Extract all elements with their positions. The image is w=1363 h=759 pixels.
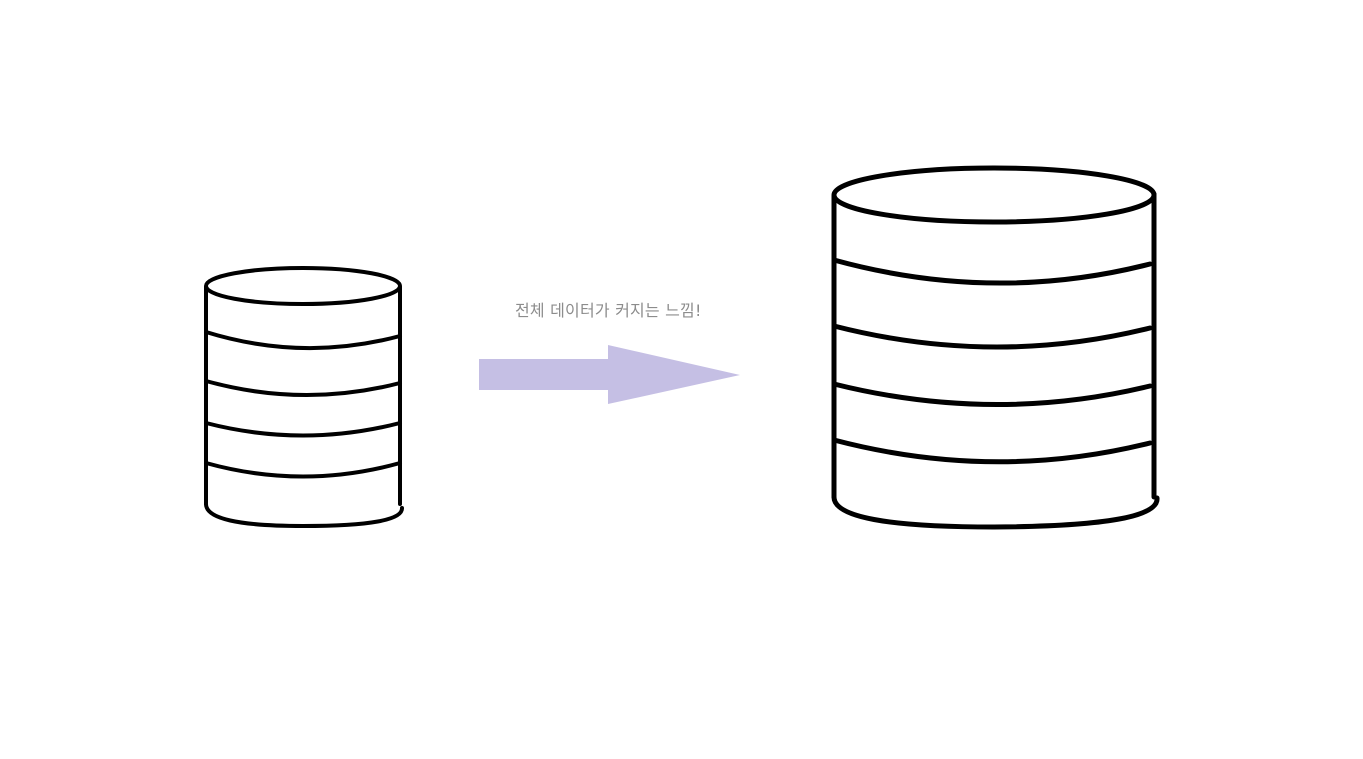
large-db-band-4 (831, 437, 1153, 465)
small-db-top (204, 266, 402, 306)
large-db-bottom (831, 494, 1160, 530)
small-db-band-3 (204, 421, 402, 438)
right-arrow-icon (479, 345, 740, 404)
small-db-band-1 (204, 330, 402, 351)
small-db-band-4 (204, 461, 402, 479)
large-database-icon (831, 165, 1160, 530)
small-database-icon (204, 266, 404, 528)
large-db-band-3 (831, 381, 1153, 407)
small-db-bottom (204, 502, 404, 528)
large-db-band-1 (831, 257, 1153, 286)
large-db-top (831, 165, 1157, 225)
small-db-band-2 (204, 379, 402, 398)
large-db-band-2 (831, 323, 1153, 350)
diagram-caption: 전체 데이터가 커지는 느낌! (515, 301, 702, 320)
